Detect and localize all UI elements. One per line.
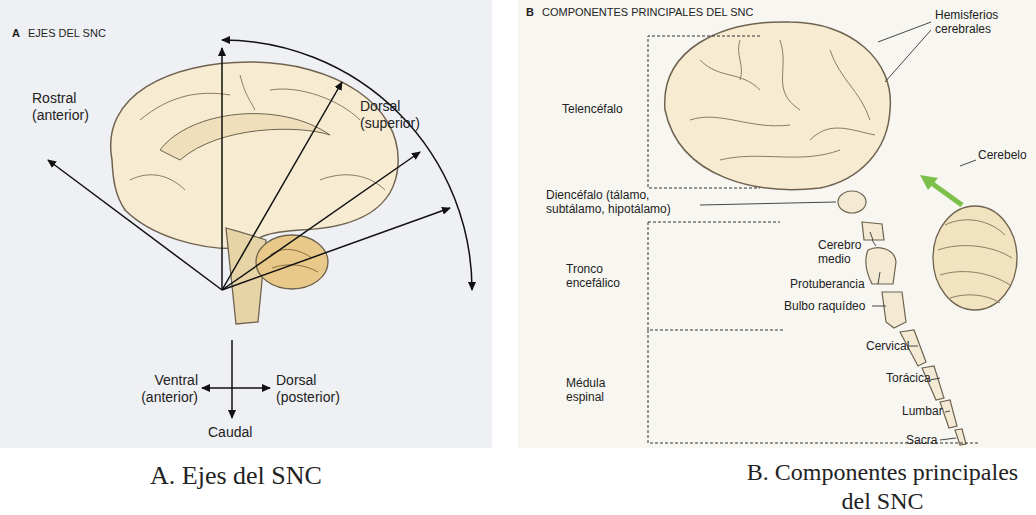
panel-heading: COMPONENTES PRINCIPALES DEL SNC xyxy=(542,6,754,19)
panel-letter: A xyxy=(12,27,20,40)
axis-label: Dorsal (superior) xyxy=(360,98,440,132)
part-label: Bulbo raquídeo xyxy=(784,299,865,313)
panel-heading: EJES DEL SNC xyxy=(28,27,106,40)
part-label: Diencéfalo (tálamo, subtálamo, hipotálam… xyxy=(546,188,698,217)
panel-caption: B. Componentes principales del SNC xyxy=(735,458,1030,515)
part-label: Cerebelo xyxy=(978,148,1027,162)
axis-label: Caudal xyxy=(208,424,252,441)
panel-letter: B xyxy=(526,6,534,19)
part-label: Lumbar xyxy=(902,404,943,418)
axis-label: Rostral (anterior) xyxy=(32,90,107,124)
part-label: Torácica xyxy=(886,371,931,385)
axis-label: Ventral (anterior) xyxy=(128,372,198,406)
part-label: Cerebro medio xyxy=(818,238,873,267)
part-label: Cervical xyxy=(866,339,909,353)
axis-label: Dorsal (posterior) xyxy=(276,372,356,406)
part-label: Sacra xyxy=(906,433,937,447)
part-label: Hemisferios cerebrales xyxy=(935,8,1025,37)
part-label: Tronco encefálico xyxy=(566,262,642,291)
part-label: Protuberancia xyxy=(790,277,865,291)
panel-caption: A. Ejes del SNC xyxy=(150,460,322,491)
part-label: Médula espinal xyxy=(566,376,636,405)
part-label: Telencéfalo xyxy=(562,102,623,116)
